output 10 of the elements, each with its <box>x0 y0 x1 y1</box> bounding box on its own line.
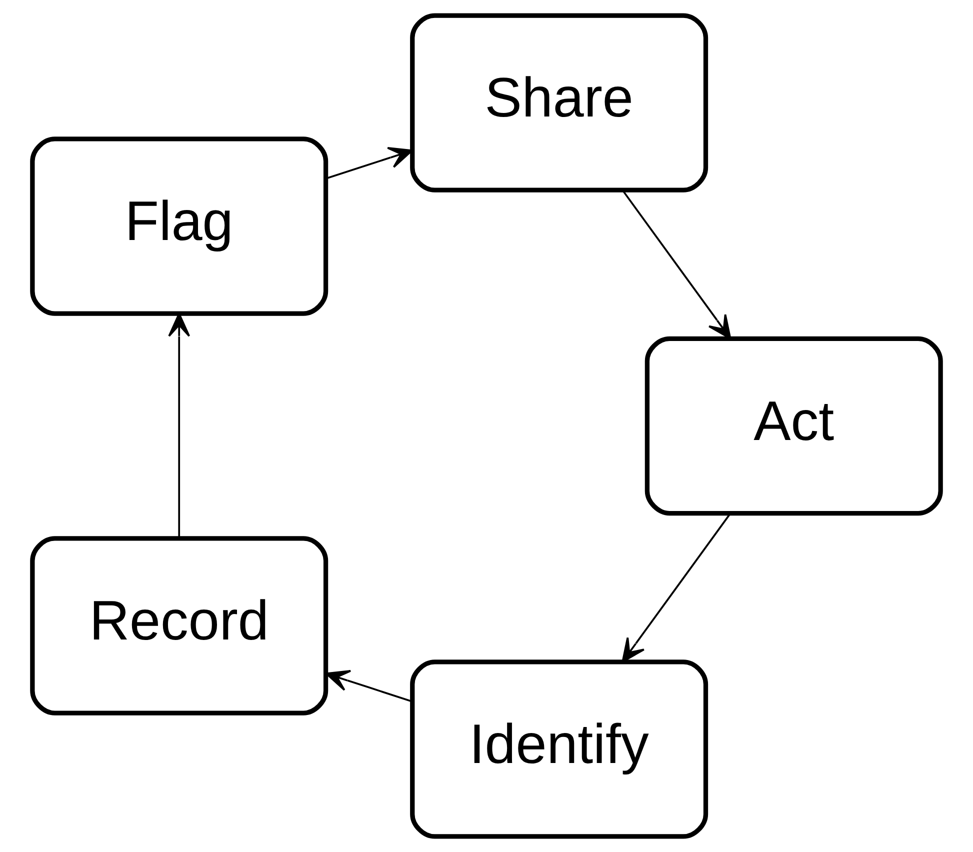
node-box: Identify <box>410 660 708 839</box>
node-box: Flag <box>30 136 328 316</box>
node-box: Share <box>410 13 708 192</box>
arrow <box>168 312 190 538</box>
arrow <box>326 147 413 180</box>
node-box: Record <box>30 536 328 716</box>
arrow <box>325 670 412 702</box>
node-box: Act <box>644 336 943 516</box>
arrow <box>622 512 732 663</box>
arrow <box>622 190 732 340</box>
